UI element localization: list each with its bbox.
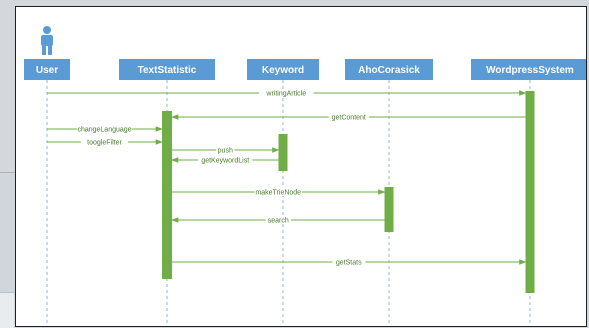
person-icon-head [43,26,51,34]
participant-header-user [24,59,70,80]
participant-header-textstatistic [119,59,215,80]
participant-header-ahocorasick [345,59,433,80]
activation-bar-ahocorasick [384,187,394,232]
person-icon-right-leg [48,45,52,55]
message-label-changeLanguage: changeLanguage [77,127,131,134]
message-label-bg-search [265,216,292,224]
message-label-bg-changeLanguage [77,125,132,133]
background-window-panel [0,172,18,328]
sequence-diagram: User TextStatistic Keyword AhoCorasick Wordp… [24,26,586,326]
participant-header-wordpress [471,59,586,80]
participant-label-textstatistic: TextStatistic [138,65,197,76]
person-icon-body [41,35,53,46]
message-label-getStats: getStats [336,260,362,267]
message-label-getContent: getContent [332,115,366,122]
message-label-bg-makeTrieNode [254,188,302,196]
person-icon-left-leg [42,45,46,55]
participant-label-wordpress: WordpressSystem [486,65,574,76]
participant-header-keyword [247,59,319,80]
message-label-toogleFilter: toogleFilter [87,140,122,147]
message-label-bg-getContent [328,113,369,121]
activation-bar-keyword [278,134,288,171]
participant-label-user: User [36,65,58,76]
message-label-getKeywordList: getKeywordList [201,158,249,165]
activation-bar-wordpress [525,91,535,293]
sequence-diagram-canvas: User TextStatistic Keyword AhoCorasick Wordp… [15,6,587,327]
activation-bar-textstatistic [162,111,172,279]
participant-label-ahocorasick: AhoCorasick [358,65,420,76]
message-label-bg-toogleFilter [80,138,129,146]
message-label-bg-getKeywordList [198,156,253,164]
message-label-search: search [268,218,289,225]
message-label-bg-push [216,146,235,154]
message-label-push: push [218,148,233,155]
person-icon [41,26,53,55]
background-window-inner-panel [0,292,14,328]
message-label-writingArticle: writingArticle [265,91,306,98]
message-label-makeTrieNode: makeTrieNode [255,190,301,197]
participant-label-keyword: Keyword [262,65,304,76]
message-label-bg-getStats [332,258,366,266]
message-label-bg-writingArticle [259,89,314,97]
